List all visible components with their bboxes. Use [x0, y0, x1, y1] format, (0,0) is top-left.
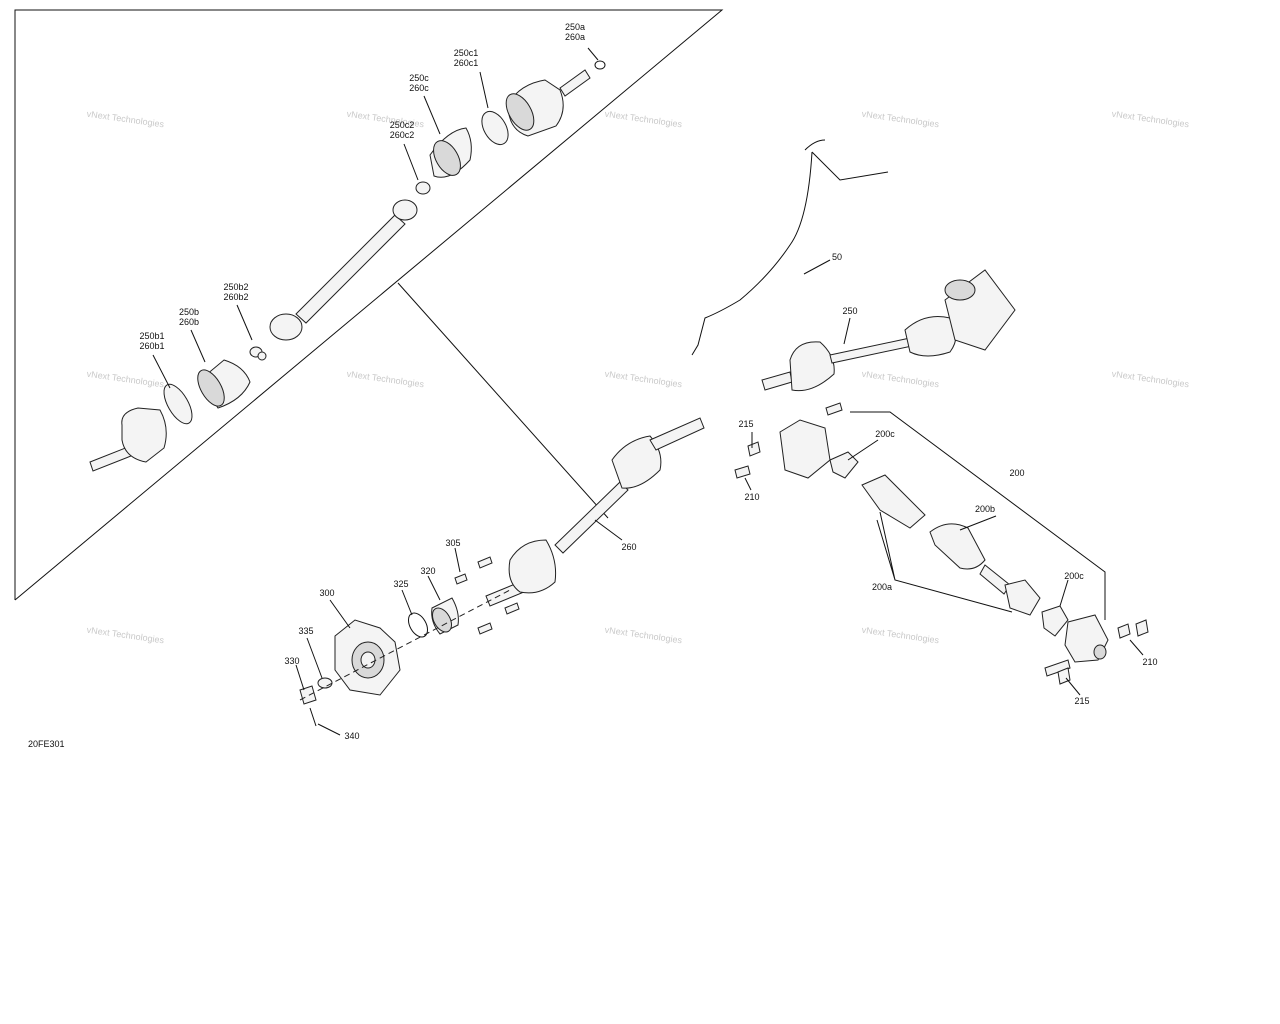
prop-shaft-200 [734, 402, 1149, 685]
watermark-layer: vNext Technologies vNext Technologies vNex… [86, 109, 1190, 646]
inset-exploded-axle [89, 60, 606, 472]
inset-panel-border [14, 9, 724, 601]
callout-305: 305 [445, 538, 460, 548]
callout-215: 215 [738, 419, 753, 429]
watermark: vNext Technologies [604, 369, 683, 390]
callout-260: 260 [621, 542, 636, 552]
watermark: vNext Technologies [604, 109, 683, 130]
callout-200c: 200c [875, 429, 895, 439]
callout-200a: 200a [872, 582, 892, 592]
watermark: vNext Technologies [346, 369, 425, 390]
callout-200c: 200c [1064, 571, 1084, 581]
watermark: vNext Technologies [1111, 109, 1190, 130]
callout-340: 340 [344, 731, 359, 741]
axle-assembly-260 [485, 417, 705, 607]
callout-200b: 200b [975, 504, 995, 514]
callout-210: 210 [744, 492, 759, 502]
watermark: vNext Technologies [861, 625, 940, 646]
callout-320: 320 [420, 566, 435, 576]
wheel-hub-assembly [299, 556, 520, 727]
watermark: vNext Technologies [861, 109, 940, 130]
watermark: vNext Technologies [86, 369, 165, 390]
watermark: vNext Technologies [86, 625, 165, 646]
watermark: vNext Technologies [86, 109, 165, 130]
watermark: vNext Technologies [604, 625, 683, 646]
leader-lines [152, 47, 1144, 736]
callout-250: 250 [842, 306, 857, 316]
diagram-code: 20FE301 [28, 739, 65, 749]
callout-335: 335 [298, 626, 313, 636]
callout-210: 210 [1142, 657, 1157, 667]
callout-200: 200 [1009, 468, 1024, 478]
callout-300: 300 [319, 588, 334, 598]
callout-330: 330 [284, 656, 299, 666]
axle-assembly-250 [761, 269, 1016, 392]
callout-50: 50 [832, 252, 842, 262]
watermark: vNext Technologies [861, 369, 940, 390]
wire-harness-50 [691, 139, 889, 356]
callout-325: 325 [393, 579, 408, 589]
watermark: vNext Technologies [1111, 369, 1190, 390]
callout-215: 215 [1074, 696, 1089, 706]
